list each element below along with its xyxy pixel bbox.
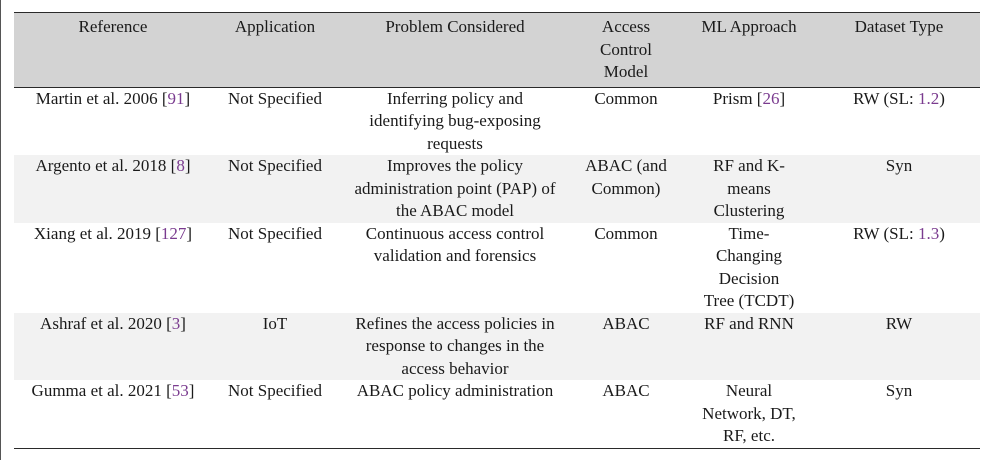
section-link[interactable]: 1.3 — [917, 223, 940, 243]
cell-problem-considered: Inferring policy and identifying bug-exp… — [369, 88, 541, 153]
cell-access-control-model: ABAC — [602, 313, 650, 333]
comparison-table-container: Reference Application Problem Considered… — [14, 12, 980, 449]
cell-ml-approach: Prism [26] — [712, 88, 786, 108]
ml-approach-text: Prism — [712, 88, 753, 108]
cell-reference: Argento et al. 2018 [8] — [35, 156, 191, 175]
ml-approach-text: RF and RNN — [704, 313, 794, 333]
reference-text: Argento et al. 2018 — [35, 156, 167, 175]
cell-reference: Martin et al. 2006 [91] — [35, 88, 191, 108]
dataset-text: RW (SL: — [853, 223, 914, 243]
cell-problem-considered: ABAC policy administration — [356, 381, 554, 400]
header-access-control-model: Access Control Model — [572, 13, 680, 88]
table-header-row: Reference Application Problem Considered… — [14, 12, 980, 88]
cell-access-control-model: ABAC (and Common) — [585, 156, 667, 198]
header-dataset-type: Dataset Type — [854, 17, 944, 36]
citation-link[interactable]: 3 — [171, 313, 181, 333]
cell-reference: Xiang et al. 2019 [127] — [33, 223, 193, 243]
cell-ml-approach: Time-Changing Decision Tree (TCDT) — [680, 223, 818, 313]
cell-ml-approach: Neural Network, DT, RF, etc. — [680, 380, 818, 448]
cell-application: IoT — [262, 313, 288, 333]
citation-link[interactable]: 127 — [160, 223, 187, 243]
citation-link[interactable]: 26 — [762, 88, 780, 108]
cell-dataset-type: RW (SL: 1.2) — [818, 87, 980, 155]
dataset-text: Syn — [885, 156, 913, 175]
dataset-text: RW — [885, 313, 913, 333]
cell-problem-considered: Improves the policy administration point… — [354, 156, 556, 220]
cell-access-control-model: Common — [594, 88, 658, 108]
header-ml-approach: ML Approach — [701, 17, 797, 36]
table-row: Martin et al. 2006 [91] Not Specified Infe… — [14, 87, 980, 155]
reference-text: Ashraf et al. 2020 — [40, 313, 162, 333]
table-row: Gumma et al. 2021 [53] Not Specified ABAC … — [14, 380, 980, 448]
cell-dataset-type: Syn — [818, 380, 980, 448]
table-row: Ashraf et al. 2020 [3] IoT Refines the acc… — [14, 312, 980, 381]
dataset-text: RW (SL: — [853, 88, 914, 108]
cell-ml-approach: RF and K-means Clustering — [680, 155, 818, 223]
cell-dataset-type: RW — [818, 313, 980, 381]
ml-approach-text: RF and K-means Clustering — [713, 156, 785, 220]
reference-text: Martin et al. 2006 — [35, 88, 158, 108]
reference-text: Gumma et al. 2021 — [31, 381, 162, 400]
table-row: Argento et al. 2018 [8] Not Specified Impr… — [14, 155, 980, 223]
cell-application: Not Specified — [228, 88, 322, 108]
cell-access-control-model: Common — [594, 223, 658, 243]
header-reference: Reference — [78, 17, 148, 36]
header-problem-considered: Problem Considered — [385, 17, 525, 36]
dataset-suffix: ) — [939, 88, 945, 108]
ml-approach-text: Time-Changing Decision Tree (TCDT) — [703, 223, 795, 311]
citation-link[interactable]: 8 — [176, 156, 185, 175]
reference-text: Xiang et al. 2019 — [33, 223, 151, 243]
comparison-table: Reference Application Problem Considered… — [14, 12, 980, 449]
section-link[interactable]: 1.2 — [917, 88, 940, 108]
dataset-suffix: ) — [939, 223, 945, 243]
cell-dataset-type: RW (SL: 1.3) — [818, 223, 980, 313]
cell-access-control-model: ABAC — [602, 381, 650, 400]
cell-reference: Ashraf et al. 2020 [3] — [40, 313, 186, 333]
table-body: Martin et al. 2006 [91] Not Specified Infe… — [14, 87, 980, 448]
cell-problem-considered: Continuous access control validation and… — [365, 223, 545, 266]
cell-application: Not Specified — [228, 156, 322, 175]
cell-application: Not Specified — [228, 223, 322, 243]
cell-problem-considered: Refines the access policies in response … — [355, 313, 555, 378]
page-edge-line — [0, 0, 1, 460]
header-access-control-model-label: Access Control Model — [600, 17, 652, 81]
ml-approach-text: Neural Network, DT, RF, etc. — [702, 381, 796, 445]
cell-ml-approach: RF and RNN — [680, 313, 818, 381]
cell-dataset-type: Syn — [818, 155, 980, 223]
cell-reference: Gumma et al. 2021 [53] — [31, 381, 195, 400]
cell-application: Not Specified — [228, 381, 322, 400]
citation-link[interactable]: 91 — [167, 88, 185, 108]
header-application: Application — [234, 17, 316, 36]
table-row: Xiang et al. 2019 [127] Not Specified Cont… — [14, 223, 980, 313]
citation-link[interactable]: 53 — [171, 381, 189, 400]
dataset-text: Syn — [885, 381, 913, 400]
